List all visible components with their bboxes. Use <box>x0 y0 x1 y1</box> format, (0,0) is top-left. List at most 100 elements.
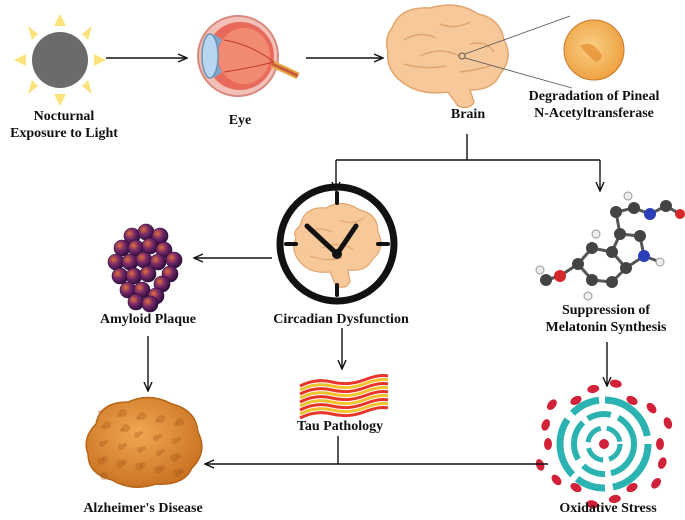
melatonin-molecule-icon <box>545 204 681 284</box>
amyloid-sphere <box>125 267 143 285</box>
brain-lesion <box>142 446 146 450</box>
tau-fibril <box>299 398 389 412</box>
brain-lesion <box>102 456 108 462</box>
amyloid-sphere <box>141 295 159 313</box>
label-eye: Eye <box>228 113 252 128</box>
label-melatonin: Suppression of Melatonin Synthesis <box>526 302 685 336</box>
amyloid-sphere <box>165 251 183 269</box>
brain-lesion <box>154 466 162 474</box>
brain-lesion <box>172 438 178 444</box>
brain-lesion <box>140 462 146 468</box>
label-line-2: Exposure to Light <box>10 126 118 141</box>
brain-lesion <box>174 422 178 426</box>
label-amyloid: Amyloid Plaque <box>99 312 197 327</box>
tau-fibril <box>299 386 389 400</box>
tau-fibril <box>299 390 389 404</box>
eye-icon <box>197 15 300 97</box>
oxidative-spot <box>626 483 638 493</box>
brain-lesion <box>117 413 121 417</box>
amyloid-sphere <box>113 239 131 257</box>
brain-lesion <box>100 472 108 480</box>
brain-lesion <box>156 450 162 456</box>
oxidative-stress-icon <box>535 379 673 509</box>
flow-arrows <box>106 58 607 464</box>
brain-lesion <box>116 460 124 468</box>
brain-lesion <box>155 419 159 423</box>
oxidative-spot <box>544 438 552 450</box>
label-line-1: Nocturnal <box>33 109 95 124</box>
sun-icon <box>14 14 106 106</box>
label-nocturnal-light: Nocturnal Exposure to Light <box>0 108 128 142</box>
brain-lesion <box>137 447 143 453</box>
amyloid-sphere <box>135 251 153 269</box>
brain-lesion <box>173 469 181 477</box>
oxidative-spot <box>609 379 622 388</box>
brain-lesion <box>122 424 130 432</box>
oxidative-spot <box>651 478 662 489</box>
amyloid-sphere <box>111 267 129 285</box>
label-circadian: Circadian Dysfunction <box>273 312 409 327</box>
brain-lesion <box>139 431 143 435</box>
label-line-2: N-Acetyltransferase <box>534 106 654 121</box>
oxidative-spot <box>658 457 667 469</box>
brain-lesion <box>99 441 105 447</box>
brain-lesion <box>123 443 127 447</box>
brain-lesion <box>177 437 181 441</box>
oxidative-spot <box>570 395 582 405</box>
amyloid-sphere <box>121 253 139 271</box>
clock-brain-icon <box>276 183 398 305</box>
brain-lesion <box>136 416 140 420</box>
brain-lesion <box>175 453 181 459</box>
brain-lesion <box>176 418 184 426</box>
arrow-brain-branch <box>336 134 600 161</box>
tau-fibril <box>299 374 389 388</box>
oxidative-spot <box>663 417 673 429</box>
brain-lesion <box>161 449 165 453</box>
tau-fibril <box>299 378 389 392</box>
brain-lesion <box>159 465 165 471</box>
tau-fibrils-icon <box>299 374 389 420</box>
label-alzheimers: Alzheimer's Disease <box>83 501 203 516</box>
label-brain: Brain <box>450 107 486 122</box>
oxidative-spot <box>608 494 621 504</box>
oxidative-spot <box>626 395 638 405</box>
brain-lesion <box>119 409 127 417</box>
tau-fibril <box>299 406 389 420</box>
brain-lesion <box>158 434 162 438</box>
brain-lesion <box>138 412 146 420</box>
brain-lesion <box>157 415 165 423</box>
tau-fibril <box>299 402 389 416</box>
oxidative-spot <box>656 438 664 450</box>
amyloid-sphere <box>139 265 157 283</box>
amyloid-sphere <box>127 293 145 311</box>
oxidative-spot <box>551 474 562 486</box>
brain-lesion <box>101 425 105 429</box>
amyloid-sphere <box>141 237 159 255</box>
brain-lesion <box>153 435 159 441</box>
amyloid-sphere <box>137 223 155 241</box>
label-tau: Tau Pathology <box>296 419 384 434</box>
diseased-brain-icon <box>85 396 203 488</box>
label-line-2: Melatonin Synthesis <box>545 320 667 335</box>
brain-lesion <box>104 440 108 444</box>
brain-lesion <box>118 444 124 450</box>
brain-lesion <box>170 454 178 462</box>
brain-lesion <box>121 459 127 465</box>
amyloid-sphere <box>107 253 125 271</box>
tau-fibril <box>299 382 389 396</box>
label-line-1: Suppression of <box>561 303 651 318</box>
tau-fibril <box>299 394 389 408</box>
oxidative-spot <box>535 459 545 471</box>
brain-lesion <box>135 463 143 471</box>
oxidative-spot <box>646 402 657 414</box>
brain-lesion <box>103 421 111 429</box>
label-line-1: Degradation of Pineal <box>528 89 660 104</box>
label-pineal: Degradation of Pineal N-Acetyltransferas… <box>508 88 680 122</box>
melatonin-atoms <box>535 191 685 301</box>
brain-lesion <box>97 457 105 465</box>
brain-lesion <box>120 428 124 432</box>
oxidative-spot <box>541 419 550 431</box>
brain-icon <box>385 4 573 109</box>
